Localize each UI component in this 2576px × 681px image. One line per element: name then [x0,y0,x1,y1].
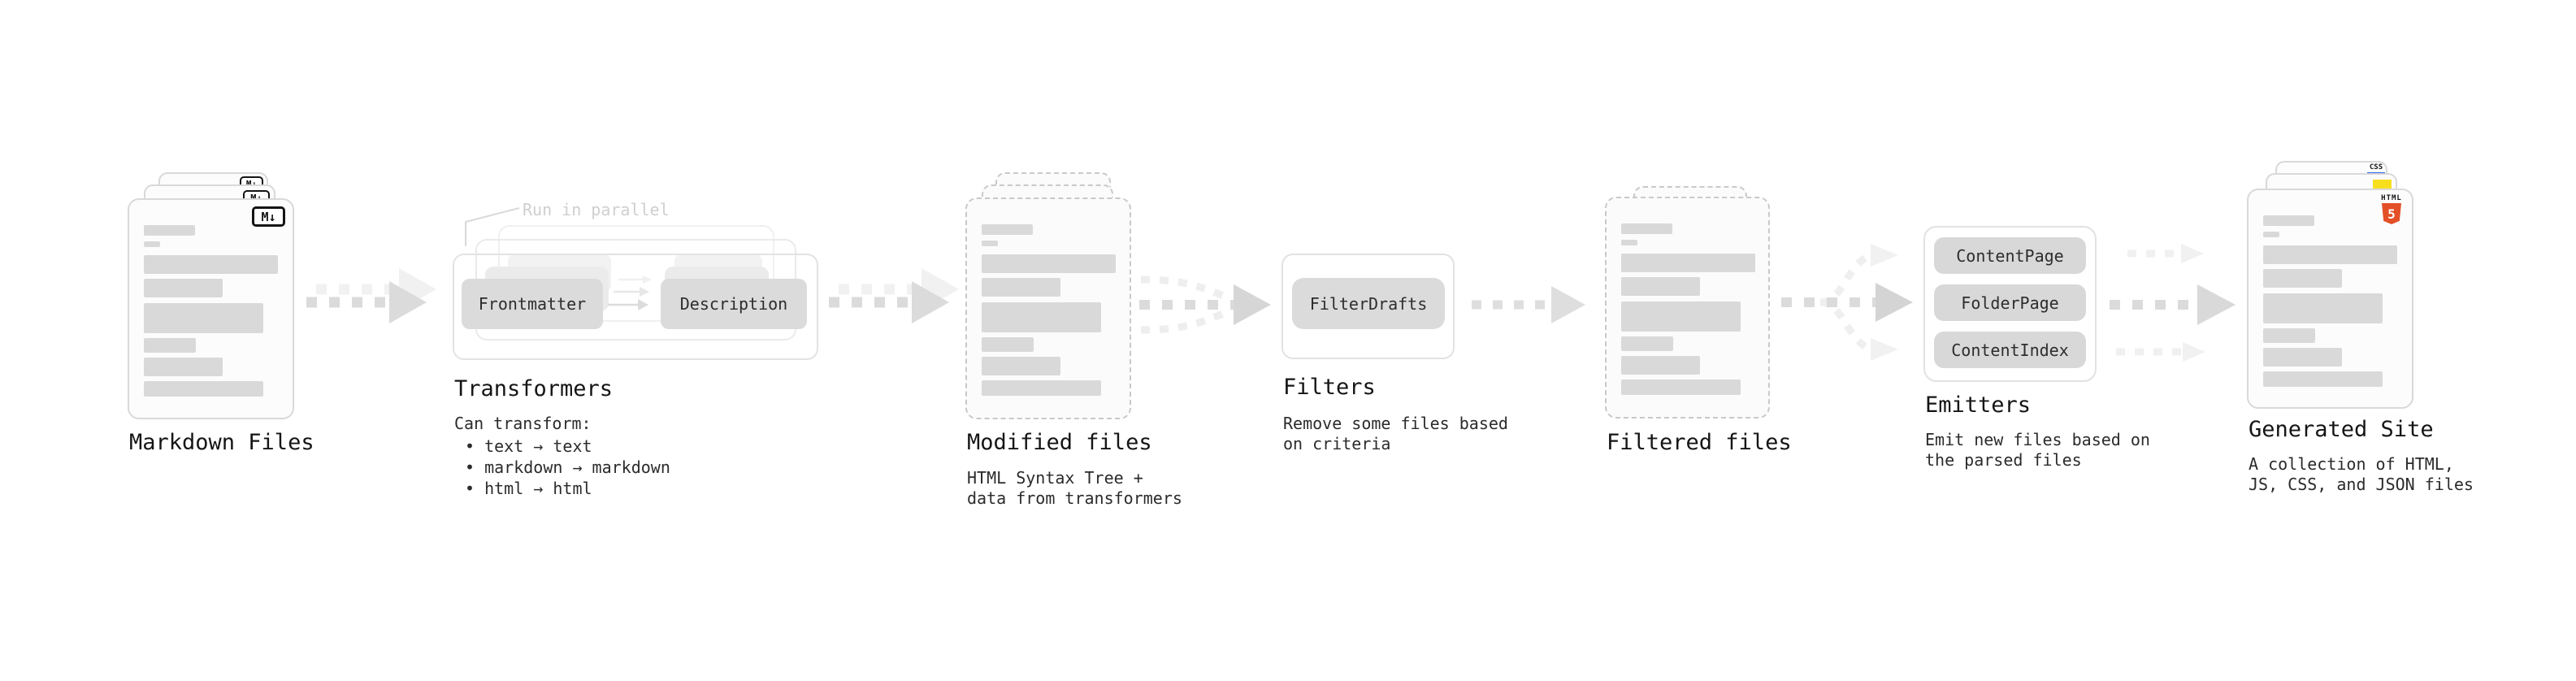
transformer-chip-description: Description [661,279,807,329]
text-line-placeholder [982,224,1033,235]
text-line-placeholder [982,302,1101,332]
emitter-chip-contentpage: ContentPage [1934,237,2086,274]
text-line-placeholder [144,225,195,236]
transform-arrows-icon [608,275,652,310]
text-line-placeholder [1621,254,1755,272]
document-text-placeholder [982,224,1116,396]
text-line-placeholder [2263,232,2279,237]
transformers-desc-heading: Can transform: [454,414,592,433]
stage-title-modified-files: Modified files [967,430,1152,455]
flow-arrow-emitters-to-site [2110,244,2236,362]
text-line-placeholder [1621,380,1741,395]
text-line-placeholder [2263,269,2342,288]
text-line-placeholder [1621,336,1673,351]
filters-box [1281,254,1455,359]
transformers-bullet-2: • markdown → markdown [465,458,670,477]
js-file-icon [2373,180,2392,189]
modified-file-card-front [965,197,1131,419]
text-line-placeholder [982,337,1034,352]
chip-label: ContentPage [1956,245,2064,266]
text-line-placeholder [144,241,160,247]
transformers-bullet-1: • text → text [465,436,592,456]
filters-desc-line1: Remove some files based [1283,414,1508,433]
text-line-placeholder [144,381,263,397]
note-leader-line [465,207,520,246]
flow-arrow-transformers-to-modified [829,268,959,323]
chip-label: FolderPage [1961,293,2059,313]
markdown-file-card-front: M↓ [128,198,294,419]
emitters-desc-line2: the parsed files [1925,450,2082,470]
filtered-file-card-front [1605,197,1770,419]
filters-desc-line2: on criteria [1283,434,1391,453]
text-line-placeholder [2263,328,2315,343]
transformer-chip-frontmatter: Frontmatter [462,279,603,329]
html5-number: 5 [2387,206,2396,222]
transformer-group-box-front [453,254,818,360]
text-line-placeholder [1621,356,1700,375]
modified-files-desc-line2: data from transformers [967,488,1182,508]
flow-arrow-filtered-to-emitters [1781,244,1913,361]
text-line-placeholder [144,279,223,297]
stage-title-filters: Filters [1283,375,1376,400]
generated-site-desc-line1: A collection of HTML, [2249,454,2454,474]
filter-chip-filterdrafts: FilterDrafts [1292,278,1445,329]
text-line-placeholder [2263,371,2383,387]
stage-title-filtered-files: Filtered files [1607,430,1792,455]
emitter-chip-contentindex: ContentIndex [1934,332,2086,368]
text-line-placeholder [144,303,263,333]
text-line-placeholder [2263,215,2314,226]
text-line-placeholder [2263,293,2383,323]
run-in-parallel-note: Run in parallel [523,200,670,219]
flow-arrow-modified-to-filters [1139,275,1271,334]
chip-label: Description [679,294,788,314]
document-text-placeholder [144,225,278,397]
html5-logo-label: HTML [2381,194,2402,202]
emitters-desc-line1: Emit new files based on [1925,430,2150,449]
html5-logo-icon: HTML 5 [2380,194,2403,224]
site-file-card-html: HTML 5 [2247,189,2413,409]
emitter-chip-folderpage: FolderPage [1934,284,2086,321]
modified-files-desc-line1: HTML Syntax Tree + [967,468,1143,488]
stage-title-transformers: Transformers [454,376,614,401]
text-line-placeholder [982,380,1101,396]
text-line-placeholder [982,254,1116,273]
text-line-placeholder [1621,223,1672,234]
stage-title-generated-site: Generated Site [2249,417,2434,442]
text-line-placeholder [982,241,998,246]
chip-label: ContentIndex [1951,340,2069,360]
text-line-placeholder [144,255,278,274]
html5-shield: 5 [2382,203,2401,224]
flow-arrow-markdown-to-transformers [306,268,436,323]
markdown-icon: M↓ [252,206,285,227]
text-line-placeholder [982,357,1060,375]
stage-title-markdown-files: Markdown Files [129,430,314,455]
document-text-placeholder [1621,223,1755,395]
text-line-placeholder [1621,240,1637,245]
flow-arrow-filters-to-filtered [1472,286,1585,323]
stage-title-emitters: Emitters [1925,393,2032,418]
text-line-placeholder [1621,301,1741,332]
text-line-placeholder [144,358,223,376]
text-line-placeholder [1621,277,1700,296]
emitters-box [1923,226,2097,382]
text-line-placeholder [2263,245,2397,264]
text-line-placeholder [982,278,1060,297]
generated-site-desc-line2: JS, CSS, and JSON files [2249,475,2474,494]
chip-label: Frontmatter [478,294,587,314]
text-line-placeholder [144,338,196,353]
document-text-placeholder [2263,215,2397,387]
text-line-placeholder [2263,348,2342,367]
chip-label: FilterDrafts [1309,293,1428,314]
transformers-bullet-3: • html → html [465,479,592,498]
